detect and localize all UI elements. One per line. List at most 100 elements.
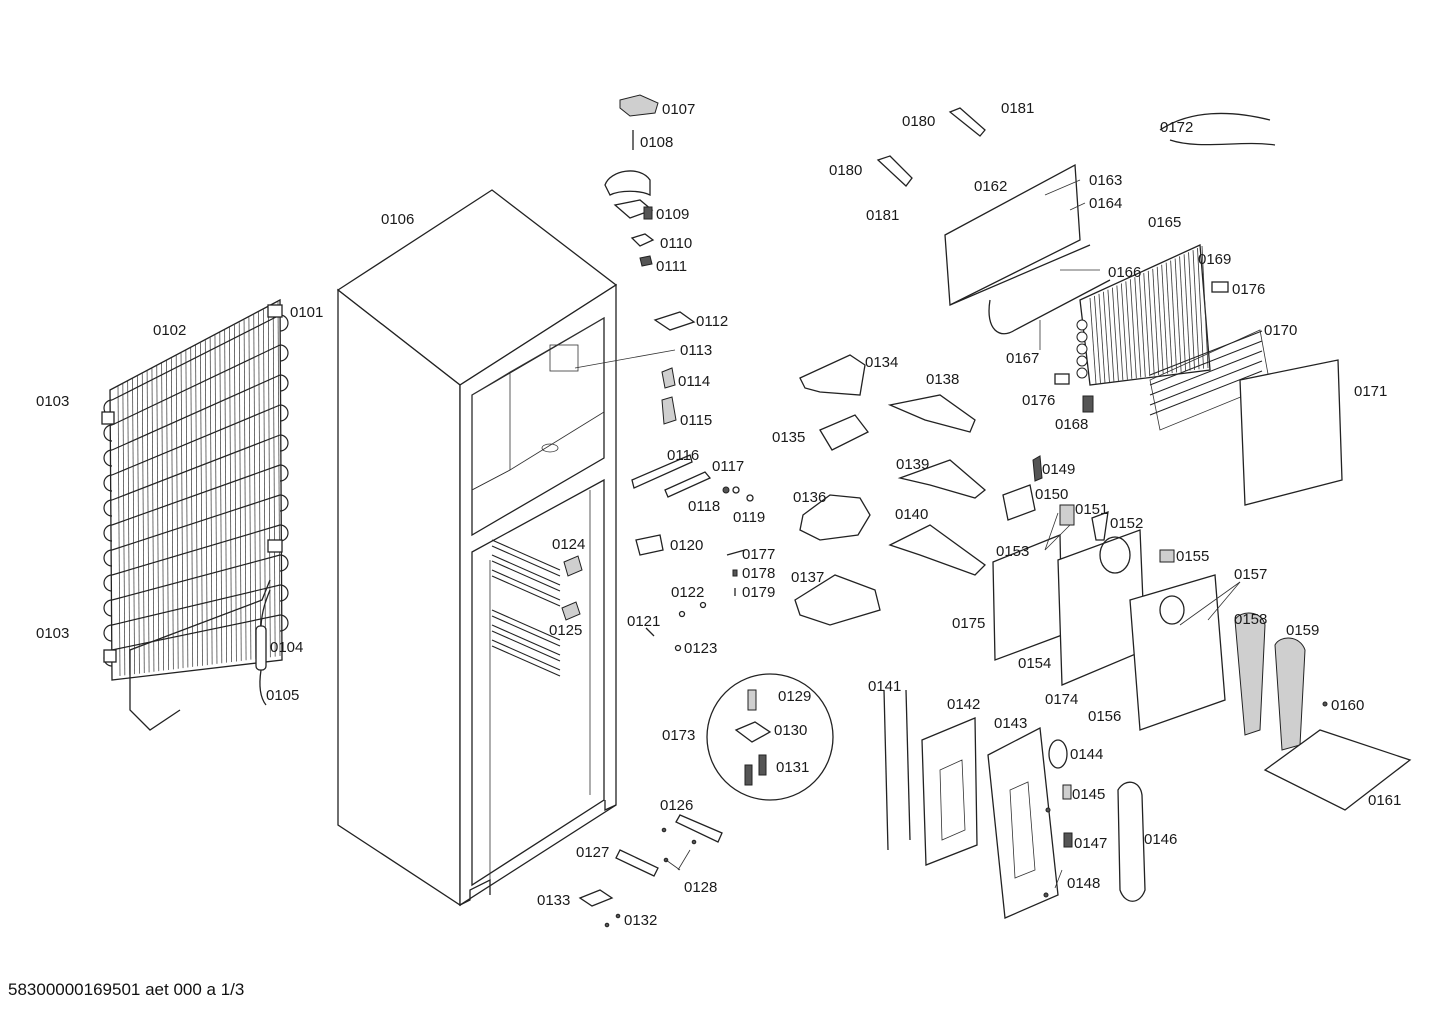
pipe-end <box>1076 343 1088 355</box>
label-0101: 0101 <box>290 304 323 321</box>
document-footer-code: 58300000169501 aet 000 a 1/3 <box>8 980 245 999</box>
condenser-wire <box>238 322 242 661</box>
evaporator-fin <box>1094 295 1101 384</box>
condenser-wire <box>141 373 145 673</box>
heater-pipe <box>1149 330 1263 376</box>
label-0159: 0159 <box>1286 622 1319 639</box>
pipe-end <box>1076 367 1088 379</box>
label-0128: 0128 <box>684 879 717 896</box>
evaporator-fin <box>1120 283 1128 380</box>
label-0150: 0150 <box>1035 486 1068 503</box>
label-0158: 0158 <box>1234 611 1267 628</box>
label-0119: 0119 <box>733 509 765 526</box>
label-0174: 0174 <box>1045 691 1078 708</box>
label-0103-bottom: 0103 <box>36 625 69 642</box>
label-0107: 0107 <box>662 101 695 118</box>
shelf-rib <box>491 554 561 586</box>
heater-pipe <box>1149 360 1263 406</box>
label-0168: 0168 <box>1055 416 1088 433</box>
condenser-wire <box>253 314 257 660</box>
label-0161: 0161 <box>1368 792 1401 809</box>
label-0139: 0139 <box>896 456 929 473</box>
label-0124: 0124 <box>552 536 585 553</box>
evaporator-fin <box>1147 270 1155 376</box>
label-0106: 0106 <box>381 211 414 228</box>
refrigerator-cabinet <box>336 189 618 907</box>
label-0145: 0145 <box>1072 786 1105 803</box>
label-0149: 0149 <box>1042 461 1075 478</box>
label-0152: 0152 <box>1110 515 1143 532</box>
condenser-wire <box>137 375 140 674</box>
condenser-wire <box>229 327 232 663</box>
label-0178: 0178 <box>742 565 775 582</box>
label-0123: 0123 <box>684 640 717 657</box>
condenser-wire <box>117 385 121 677</box>
label-0115: 0115 <box>680 412 712 429</box>
evaporator-fin <box>1183 254 1191 371</box>
label-0108: 0108 <box>640 134 673 151</box>
label-0180-mid: 0180 <box>829 162 862 179</box>
label-0103-top: 0103 <box>36 393 69 410</box>
pipe-end <box>1076 331 1088 343</box>
control-panel-parts <box>992 455 1412 811</box>
condenser-wire <box>180 352 184 669</box>
condenser-wire <box>214 335 218 664</box>
label-0153: 0153 <box>996 543 1029 560</box>
shelf-rib <box>491 645 561 677</box>
label-0121: 0121 <box>627 613 660 630</box>
condenser-wire <box>166 360 169 670</box>
label-0127: 0127 <box>576 844 609 861</box>
condenser-bend <box>279 614 289 632</box>
condenser-tube <box>111 314 281 401</box>
condenser-tube <box>111 554 281 601</box>
shelf-rib <box>491 560 561 592</box>
shelf-rib <box>491 624 561 656</box>
evaporator-fin <box>1152 268 1160 376</box>
evaporator-assembly <box>876 107 1343 506</box>
label-0135: 0135 <box>772 429 805 446</box>
condenser-wire <box>156 365 160 672</box>
label-0169: 0169 <box>1198 251 1231 268</box>
condenser-bend <box>103 624 113 642</box>
condenser-bend <box>279 374 289 392</box>
condenser-tube <box>111 374 281 451</box>
label-0176-left: 0176 <box>1022 392 1055 409</box>
label-0111: 0111 <box>656 258 687 275</box>
evaporator-fin <box>1143 273 1151 377</box>
label-0114: 0114 <box>678 373 710 390</box>
label-0110: 0110 <box>660 235 692 252</box>
label-0167: 0167 <box>1006 350 1039 367</box>
label-0133: 0133 <box>537 892 570 909</box>
heater-pipe <box>1149 340 1263 386</box>
evaporator-fin <box>1116 285 1124 381</box>
label-0131: 0131 <box>776 759 809 776</box>
condenser-wire <box>146 370 150 673</box>
condenser-wire <box>122 383 126 676</box>
condenser-wire <box>170 357 174 670</box>
evaporator-fin <box>1103 291 1110 383</box>
condenser-wire <box>272 304 276 657</box>
label-0154: 0154 <box>1018 655 1051 672</box>
label-0148: 0148 <box>1067 875 1100 892</box>
cabinet-shelf-ribs <box>491 539 561 677</box>
label-0130: 0130 <box>774 722 807 739</box>
evaporator-fin <box>1125 281 1133 379</box>
condenser-tube <box>111 344 281 426</box>
label-0164: 0164 <box>1089 195 1122 212</box>
evaporator-fin <box>1192 250 1200 370</box>
condenser-wire <box>219 332 223 664</box>
condenser-wire <box>175 355 179 669</box>
shelf-rib <box>491 639 561 671</box>
label-0138: 0138 <box>926 371 959 388</box>
label-0113: 0113 <box>680 342 712 359</box>
condenser-bend <box>103 599 113 617</box>
evaporator-fin <box>1156 266 1164 375</box>
label-0180-top: 0180 <box>902 113 935 130</box>
label-0126: 0126 <box>660 797 693 814</box>
label-0105: 0105 <box>266 687 299 704</box>
evaporator-fin <box>1107 289 1115 382</box>
evaporator-fin <box>1129 279 1137 379</box>
condenser-bend <box>279 434 289 452</box>
condenser-wire <box>277 301 281 657</box>
